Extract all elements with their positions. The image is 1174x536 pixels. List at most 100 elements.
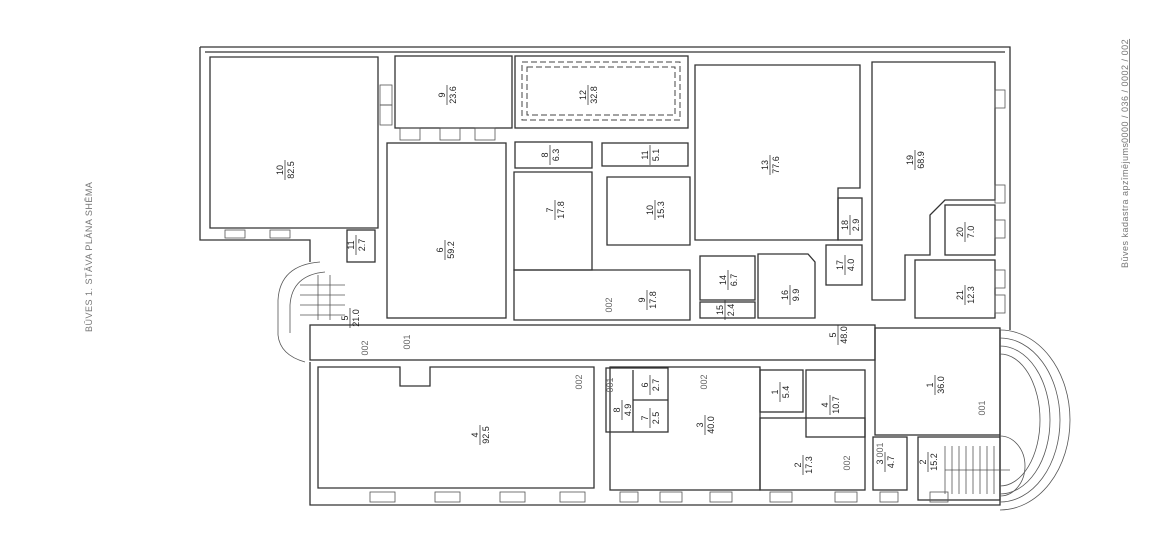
zone-code: 001 (402, 334, 412, 349)
room-number: 6 (435, 247, 445, 252)
plan-title: BŪVES 1. STĀVA PLĀNA SHĒMA (84, 182, 94, 332)
room-number: 4 (820, 402, 830, 407)
room-number: 11 (346, 240, 356, 249)
room-number: 17 (835, 260, 845, 270)
room-area: 48.0 (839, 326, 849, 344)
room-number: 19 (905, 155, 915, 165)
room-area: 2.4 (726, 304, 736, 317)
zone-code: 002 (574, 374, 584, 389)
pool-outline (521, 61, 681, 121)
zone-code: 001 (875, 442, 885, 457)
room-number: 14 (718, 275, 728, 285)
room-number: 9 (437, 92, 447, 97)
room-number: 3 (875, 459, 885, 464)
room-number: 5 (340, 315, 350, 320)
room-number: 8 (540, 152, 550, 157)
room-area: 4.0 (846, 259, 856, 272)
room-area: 12.3 (966, 286, 976, 304)
room-area: 17.8 (648, 291, 658, 309)
room-area: 17.3 (804, 456, 814, 474)
room-area: 77.6 (771, 156, 781, 174)
room-area: 40.0 (706, 416, 716, 434)
room-number: 6 (640, 382, 650, 387)
room-area: 68.9 (916, 151, 926, 169)
room-number: 9 (637, 297, 647, 302)
room-area: 7.0 (966, 226, 976, 239)
room-area: 59.2 (446, 241, 456, 259)
cadastre-label: Būves kadastra apzīmējums (1120, 142, 1130, 268)
room-area: 6.7 (729, 274, 739, 287)
room-area: 15.2 (929, 453, 939, 471)
room-area: 9.9 (791, 289, 801, 302)
cadastre-info: Būves kadastra apzīmējums 0000 / 036 / 0… (1120, 39, 1130, 268)
room-outlines (309, 55, 1001, 501)
room-area: 23.6 (448, 86, 458, 104)
room-area: 92.5 (481, 426, 491, 444)
room-number: 7 (545, 207, 555, 212)
zone-code: 001 (605, 377, 615, 392)
pool-inner-outline (526, 66, 676, 116)
room-number: 16 (780, 290, 790, 300)
room-number: 4 (470, 432, 480, 437)
outer-walls (199, 46, 1011, 506)
room-number: 2 (918, 459, 928, 464)
stairs-right (944, 329, 1071, 511)
room-number: 10 (645, 205, 655, 215)
room-area: 2.5 (651, 412, 661, 425)
room-area: 32.8 (589, 86, 599, 104)
zone-code: 002 (842, 455, 852, 470)
room-number: 15 (715, 305, 725, 315)
windows (224, 84, 1006, 503)
room-area: 4.7 (886, 456, 896, 469)
room-number: 11 (640, 150, 650, 159)
room-area: 2.7 (357, 239, 367, 252)
room-number: 7 (640, 415, 650, 420)
room-area: 2.7 (651, 379, 661, 392)
zone-code: 002 (699, 374, 709, 389)
room-area: 21.0 (351, 309, 361, 327)
room-number: 20 (955, 227, 965, 237)
room-number: 8 (612, 407, 622, 412)
room-area: 10.7 (831, 396, 841, 414)
room-area: 17.8 (556, 201, 566, 219)
room-number: 21 (955, 290, 965, 300)
zone-code: 002 (604, 297, 614, 312)
room-area: 36.0 (936, 376, 946, 394)
room-number: 2 (793, 462, 803, 467)
room-number: 1 (925, 382, 935, 387)
stairs-left (277, 261, 345, 363)
zone-code: 001 (977, 400, 987, 415)
room-number: 18 (840, 220, 850, 230)
room-area: 15.3 (656, 201, 666, 219)
room-number: 5 (828, 332, 838, 337)
cadastre-code: 0000 / 036 / 0002 / 002 (1120, 39, 1130, 143)
